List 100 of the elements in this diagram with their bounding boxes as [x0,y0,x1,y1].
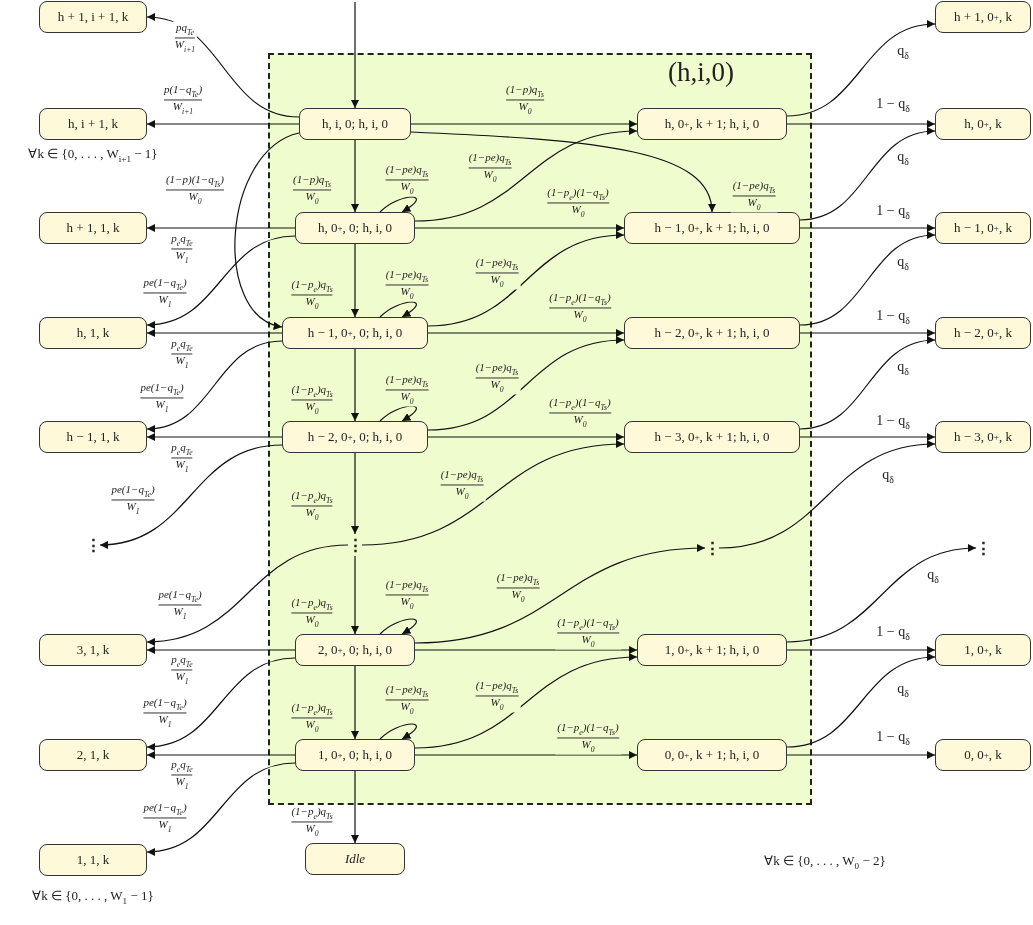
arrow [414,127,638,222]
arrow [146,340,283,433]
edge-label: (1−pe)q$_{Ts}$ W$_{0}$ [730,179,778,213]
edge-label: (1−pe)q$_{Ts}$ W$_{0}$ [494,571,542,605]
edge-label: (1−pe)q$_{Ts}$ W$_{0}$ [383,683,431,717]
arrow [350,348,360,422]
arrow [799,231,936,326]
arrow [414,223,625,233]
edge-label: 1 − q$_{δ}$ [874,307,912,327]
edge-label: (1−pe)q$_{Ts}$ W$_{0}$ [383,163,431,197]
state-box: Idle [305,843,405,875]
edge-label: (1−pe)q$_{Ts}$ W$_{0}$ [438,468,486,502]
arrow [786,750,936,760]
edge-label: (1−p$_{e}$)(1−q$_{Ts}$) W$_{0}$ [555,616,621,650]
edge-label: (1−pe)q$_{Ts}$ W$_{0}$ [383,268,431,302]
arrow [799,328,936,338]
arrow [146,235,296,329]
edge-label: 1 − q$_{δ}$ [874,95,912,115]
state-box: h − 1, 1, k [39,421,147,453]
vertical-ellipsis: ⋮ [86,534,100,556]
edge-label: pe(1−q$_{Te}$) W$_{1}$ [141,276,189,310]
vertical-ellipsis: ⋮ [348,534,362,556]
arrow [350,452,360,535]
dashed-group-box [268,53,812,805]
arrow [146,432,283,442]
edge-label: p(1−q$_{Te}$) W$_{i+1}$ [161,83,205,117]
arrow [234,132,300,329]
group-title: (h,i,0) [668,57,734,88]
arrow [350,1,360,109]
edge-label: (1−p$_{e}$)q$_{Ts}$ W$_{0}$ [289,805,335,839]
arrow [146,645,296,655]
arrow [99,444,283,549]
edge-label: (1−p$_{e}$)q$_{Ts}$ W$_{0}$ [289,701,335,735]
edge-label: (1−p$_{e}$)(1−q$_{Ts}$) W$_{0}$ [545,186,611,220]
edge-label: (1−p$_{e}$)(1−q$_{Ts}$) W$_{0}$ [547,396,613,430]
arrow [414,750,638,760]
arrow [414,645,638,655]
arrow [427,432,625,442]
state-box: 1, 1, k [39,844,147,876]
state-box: h + 1, 1, k [39,212,147,244]
arrow [146,223,296,233]
arrow [414,653,638,749]
arrow [799,336,936,430]
edge-label: (1−p)q$_{Ts}$ W$_{0}$ [291,173,333,207]
edge-label: 1 − q$_{δ}$ [874,728,912,748]
state-box: 3, 1, k [39,634,147,666]
edge-label: 1 − q$_{δ}$ [874,412,912,432]
arrow [350,665,360,740]
edge-label: (1−pe)q$_{Ts}$ W$_{0}$ [473,361,521,395]
note-text: ∀k ∈ {0, . . . , W$_{1}$ − 1} [32,888,154,906]
arrow [799,127,936,221]
arrow [350,770,360,844]
state-box: 2, 1, k [39,739,147,771]
edge-label: pe(1−q$_{Te}$) W$_{1}$ [138,381,186,415]
arrow [799,432,936,442]
edge-label: (1−p)(1−q$_{Ts}$) W$_{0}$ [163,173,227,207]
edge-label: (1−pe)q$_{Ts}$ W$_{0}$ [473,256,521,290]
edge-label: (1−p)q$_{Ts}$ W$_{0}$ [504,83,546,117]
state-box: h, i, 0; h, i, 0 [299,108,411,140]
arrow [786,645,936,655]
arrow [350,139,360,213]
arrow [379,196,417,213]
edge-label: 1 − q$_{δ}$ [874,623,912,643]
arrow [414,544,706,644]
edge-label: (1−p$_{e}$)q$_{Ts}$ W$_{0}$ [289,596,335,630]
edge-label: pe(1−q$_{Te}$) W$_{1}$ [141,696,189,730]
arrow [786,544,977,643]
arrow [427,231,625,327]
edge-label: (1−pe)q$_{Ts}$ W$_{0}$ [383,373,431,407]
edge-label: (1−p$_{e}$)q$_{Ts}$ W$_{0}$ [289,489,335,523]
arrow [146,119,300,129]
edge-label: pe(1−q$_{Te}$) W$_{1}$ [109,483,157,517]
arrow [379,618,417,635]
state-box: h + 1, i + 1, k [39,1,147,33]
arrow [146,328,283,338]
edge-label: (1−p$_{e}$)(1−q$_{Ts}$) W$_{0}$ [555,721,621,755]
arrow [410,119,638,129]
arrow [786,20,936,117]
note-text: ∀k ∈ {0, . . . , W$_{0}$ − 2} [764,853,886,871]
arrow [350,243,360,318]
state-box: h, i + 1, k [39,108,147,140]
edge-label: 1 − q$_{δ}$ [874,202,912,222]
arrow [410,131,715,213]
edge-label: pq$_{Te}$ W$_{i+1}$ [172,21,198,55]
edge-label: pe(1−q$_{Te}$) W$_{1}$ [141,801,189,835]
vertical-ellipsis: ⋮ [705,537,719,559]
state-box: h, 1, k [39,317,147,349]
arrow [427,328,625,338]
arrow [146,544,349,646]
edge-label: pe(1−q$_{Te}$) W$_{1}$ [156,588,204,622]
arrow [146,762,296,856]
arrow [379,723,417,740]
edge-label: (1−pe)q$_{Ts}$ W$_{0}$ [383,578,431,612]
arrow [379,405,417,422]
edge-label: (1−p$_{e}$)q$_{Ts}$ W$_{0}$ [289,383,335,417]
arrow [718,440,936,549]
edge-label: (1−pe)q$_{Ts}$ W$_{0}$ [466,151,514,185]
arrow [799,223,936,233]
edge-label: (1−p$_{e}$)(1−q$_{Ts}$) W$_{0}$ [547,291,613,325]
arrow [146,657,296,751]
